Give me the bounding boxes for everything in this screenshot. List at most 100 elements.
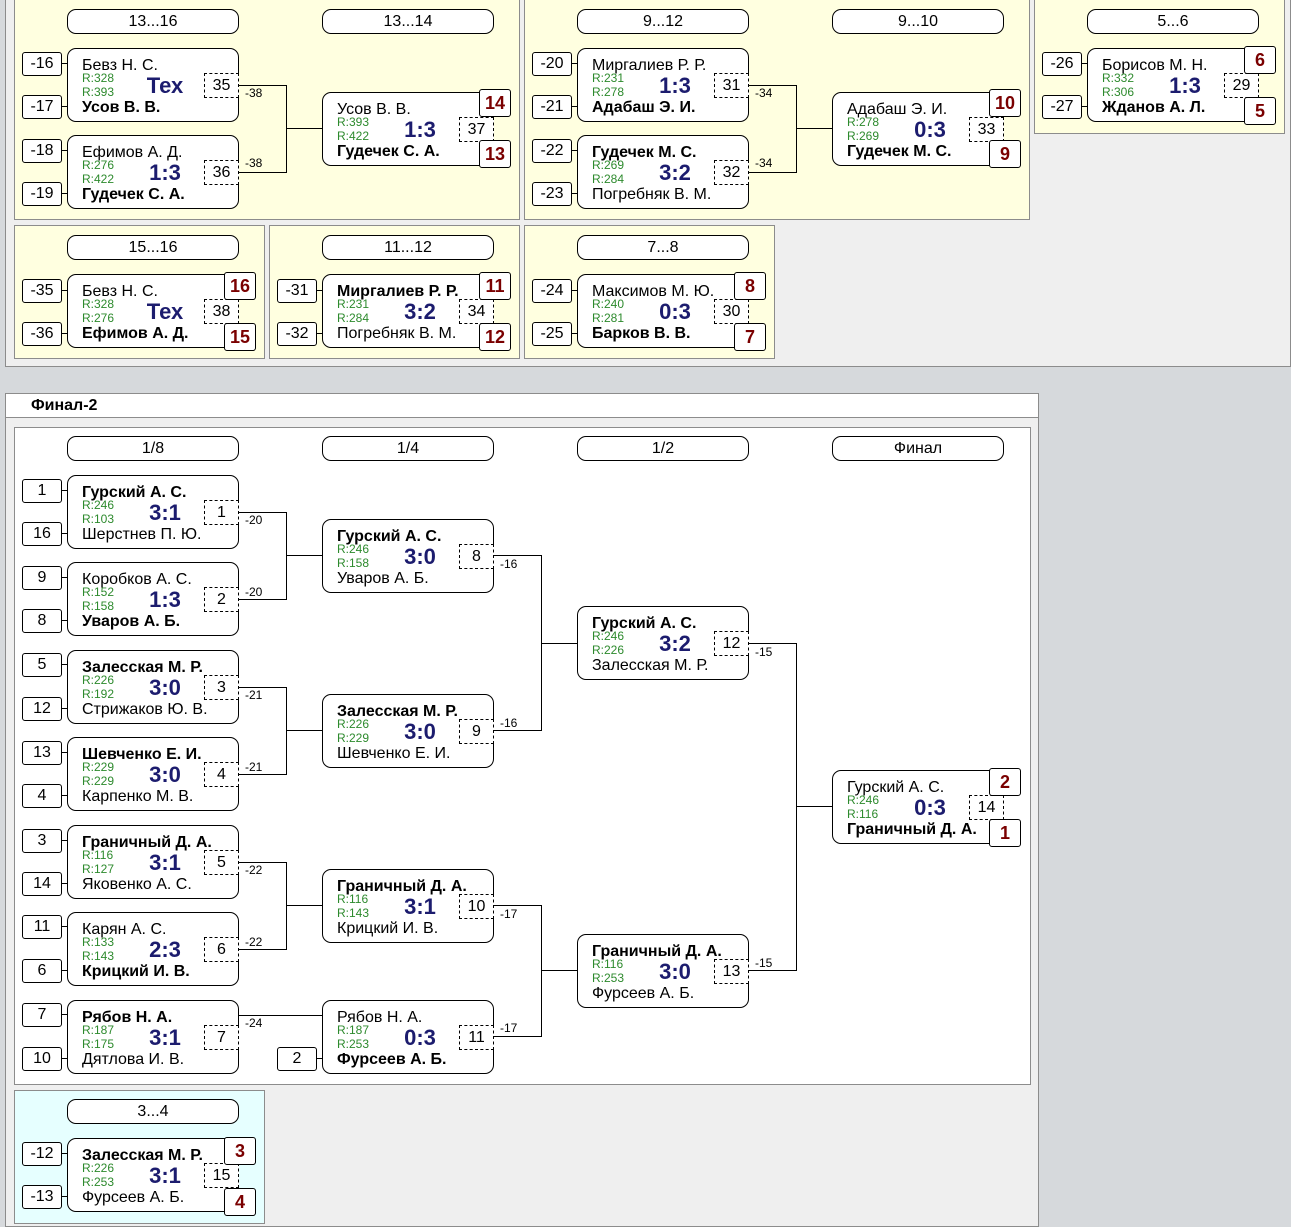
match-12[interactable]: Гурский А. С. R:246 3:2 R:226 12 Залесск… bbox=[577, 606, 749, 680]
match-33[interactable]: Адабаш Э. И. R:278 0:3 R:269 33 Гудечек … bbox=[832, 92, 1004, 166]
match-1[interactable]: Гурский А. С. R:246 3:1 R:103 1 Шерстнев… bbox=[67, 475, 239, 549]
seed-slot: -35 bbox=[22, 279, 62, 303]
match-38[interactable]: Бевз Н. С. R:328 Тех R:276 38 Ефимов А. … bbox=[67, 274, 239, 348]
place-badge: 4 bbox=[224, 1188, 256, 1216]
loser-ref: -20 bbox=[245, 585, 263, 599]
round-header-1-8: 1/8 bbox=[67, 436, 239, 461]
match-score: 3:0 bbox=[149, 762, 181, 787]
player-1: Ефимов А. Д. bbox=[82, 144, 183, 161]
rating-1: R:187 bbox=[82, 1023, 115, 1037]
player-1: Миргалиев Р. Р. bbox=[592, 57, 707, 74]
rating-1: R:328 bbox=[82, 71, 115, 85]
match-number: 15 bbox=[204, 1163, 239, 1188]
match-number: 4 bbox=[204, 762, 239, 787]
rating-1: R:116 bbox=[82, 848, 114, 862]
rating-2: R:284 bbox=[592, 172, 625, 186]
rating-1: R:231 bbox=[592, 71, 625, 85]
player-2: Фурсеев А. Б. bbox=[82, 1189, 185, 1206]
match-2[interactable]: Коробков А. С. R:152 1:3 R:158 2 Уваров … bbox=[67, 562, 239, 636]
match-37[interactable]: Усов В. В. R:393 1:3 R:422 37 Гудечек С.… bbox=[322, 92, 494, 166]
seed-slot: -36 bbox=[22, 322, 62, 346]
loser-ref: -22 bbox=[245, 863, 263, 877]
match-36[interactable]: Ефимов А. Д. R:276 1:3 R:422 36 Гудечек … bbox=[67, 135, 239, 209]
player-2: Дятлова И. В. bbox=[82, 1051, 185, 1068]
match-35[interactable]: Бевз Н. С. R:328 Тех R:393 35 Усов В. В. bbox=[67, 48, 239, 122]
place-badge: 12 bbox=[479, 323, 511, 351]
seed-slot: -16 bbox=[22, 52, 62, 76]
section-title: Финал-2 bbox=[31, 397, 98, 414]
seed-slot: -32 bbox=[277, 322, 317, 346]
match-score: 0:3 bbox=[914, 795, 946, 820]
match-34[interactable]: Миргалиев Р. Р. R:231 3:2 R:284 34 Погре… bbox=[322, 274, 494, 348]
loser-ref: -38 bbox=[245, 156, 263, 170]
player-2: Уваров А. Б. bbox=[82, 613, 181, 630]
player-2: Погребняк В. М. bbox=[337, 325, 457, 342]
round-header-9-10: 9...10 bbox=[832, 9, 1004, 34]
player-2: Гудечек С. А. bbox=[337, 143, 440, 160]
match-30[interactable]: Максимов М. Ю. R:240 0:3 R:281 30 Барков… bbox=[577, 274, 749, 348]
match-number: 37 bbox=[459, 117, 494, 142]
match-10[interactable]: Граничный Д. А. R:116 3:1 R:143 10 Крицк… bbox=[322, 869, 494, 943]
match-score: 3:0 bbox=[404, 544, 436, 569]
match-4[interactable]: Шевченко Е. И. R:229 3:0 R:229 4 Карпенк… bbox=[67, 737, 239, 811]
match-13[interactable]: Граничный Д. А. R:116 3:0 R:253 13 Фурсе… bbox=[577, 934, 749, 1008]
place-badge: 13 bbox=[479, 140, 511, 168]
player-2: Яковенко А. С. bbox=[82, 876, 192, 893]
seed-slot: -12 bbox=[22, 1142, 62, 1166]
loser-ref: -22 bbox=[245, 935, 263, 949]
rating-2: R:143 bbox=[337, 906, 370, 920]
place-badge: 10 bbox=[989, 89, 1021, 117]
rating-2: R:269 bbox=[847, 129, 880, 143]
place-badge: 1 bbox=[989, 819, 1021, 847]
match-score: 3:1 bbox=[404, 894, 436, 919]
place-badge: 2 bbox=[989, 768, 1021, 796]
match-32[interactable]: Гудечек М. С. R:269 3:2 R:284 32 Погребн… bbox=[577, 135, 749, 209]
match-number: 32 bbox=[714, 160, 749, 185]
round-header-3-4: 3...4 bbox=[67, 1099, 239, 1124]
match-number: 35 bbox=[204, 73, 239, 98]
player-2: Карпенко М. В. bbox=[82, 788, 194, 805]
match-9[interactable]: Залесская М. Р. R:226 3:0 R:229 9 Шевчен… bbox=[322, 694, 494, 768]
match-8[interactable]: Гурский А. С. R:246 3:0 R:158 8 Уваров А… bbox=[322, 519, 494, 593]
match-score: 3:2 bbox=[659, 160, 691, 185]
rating-1: R:226 bbox=[82, 673, 115, 687]
rating-2: R:306 bbox=[1102, 85, 1135, 99]
rating-2: R:278 bbox=[592, 85, 625, 99]
rating-1: R:393 bbox=[337, 115, 370, 129]
match-score: 2:3 bbox=[149, 937, 181, 962]
rating-1: R:116 bbox=[592, 957, 624, 971]
match-number: 36 bbox=[204, 160, 239, 185]
rating-1: R:246 bbox=[847, 793, 880, 807]
match-score: 1:3 bbox=[659, 73, 691, 98]
player-2: Фурсеев А. Б. bbox=[337, 1051, 447, 1068]
seed-slot: 12 bbox=[22, 697, 62, 721]
place-badge: 9 bbox=[989, 140, 1021, 168]
player-2: Залесская М. Р. bbox=[592, 657, 709, 674]
loser-ref: -15 bbox=[755, 645, 773, 659]
match-15[interactable]: Залесская М. Р. R:226 3:1 R:253 15 Фурсе… bbox=[67, 1138, 239, 1212]
seed-slot: -24 bbox=[532, 279, 572, 303]
player-2: Гудечек М. С. bbox=[847, 143, 952, 160]
round-header-final: Финал bbox=[832, 436, 1004, 461]
match-14[interactable]: Гурский А. С. R:246 0:3 R:116 14 Граничн… bbox=[832, 770, 1004, 844]
rating-2: R:116 bbox=[847, 807, 879, 821]
rating-1: R:278 bbox=[847, 115, 880, 129]
player-1: Миргалиев Р. Р. bbox=[337, 283, 459, 300]
match-5[interactable]: Граничный Д. А. R:116 3:1 R:127 5 Яковен… bbox=[67, 825, 239, 899]
match-7[interactable]: Рябов Н. А. R:187 3:1 R:175 7 Дятлова И.… bbox=[67, 1000, 239, 1074]
match-31[interactable]: Миргалиев Р. Р. R:231 1:3 R:278 31 Адаба… bbox=[577, 48, 749, 122]
match-score: 0:3 bbox=[659, 299, 691, 324]
match-3[interactable]: Залесская М. Р. R:226 3:0 R:192 3 Стрижа… bbox=[67, 650, 239, 724]
player-1: Гудечек М. С. bbox=[592, 144, 697, 161]
match-29[interactable]: Борисов М. Н. R:332 1:3 R:306 29 Жданов … bbox=[1087, 48, 1259, 122]
match-score: 1:3 bbox=[404, 117, 436, 142]
player-2: Усов В. В. bbox=[82, 99, 161, 116]
match-11[interactable]: Рябов Н. А. R:187 0:3 R:253 11 Фурсеев А… bbox=[322, 1000, 494, 1074]
place-badge: 7 bbox=[734, 323, 766, 351]
player-1: Рябов Н. А. bbox=[337, 1009, 423, 1026]
match-number: 31 bbox=[714, 73, 749, 98]
match-number: 11 bbox=[459, 1025, 494, 1050]
place-badge: 5 bbox=[1244, 97, 1276, 125]
match-6[interactable]: Карян А. С. R:133 2:3 R:143 6 Крицкий И.… bbox=[67, 912, 239, 986]
match-number: 2 bbox=[204, 587, 239, 612]
